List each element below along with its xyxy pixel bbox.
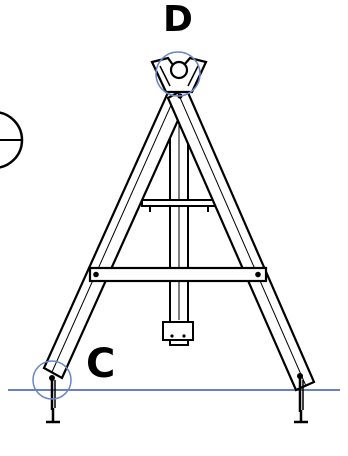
left-ground-anchor [32,360,72,424]
cross-brace [88,266,268,283]
highlight-circle-d [155,51,201,97]
right-ground-anchor [294,373,308,424]
callout-label-c: C [86,341,116,387]
callout-label-d: D [163,0,193,40]
right-leg [166,86,316,392]
apex-joint [150,51,208,99]
highlight-circle-c [32,360,72,400]
crosshair-circle-fragment-icon [0,111,24,169]
